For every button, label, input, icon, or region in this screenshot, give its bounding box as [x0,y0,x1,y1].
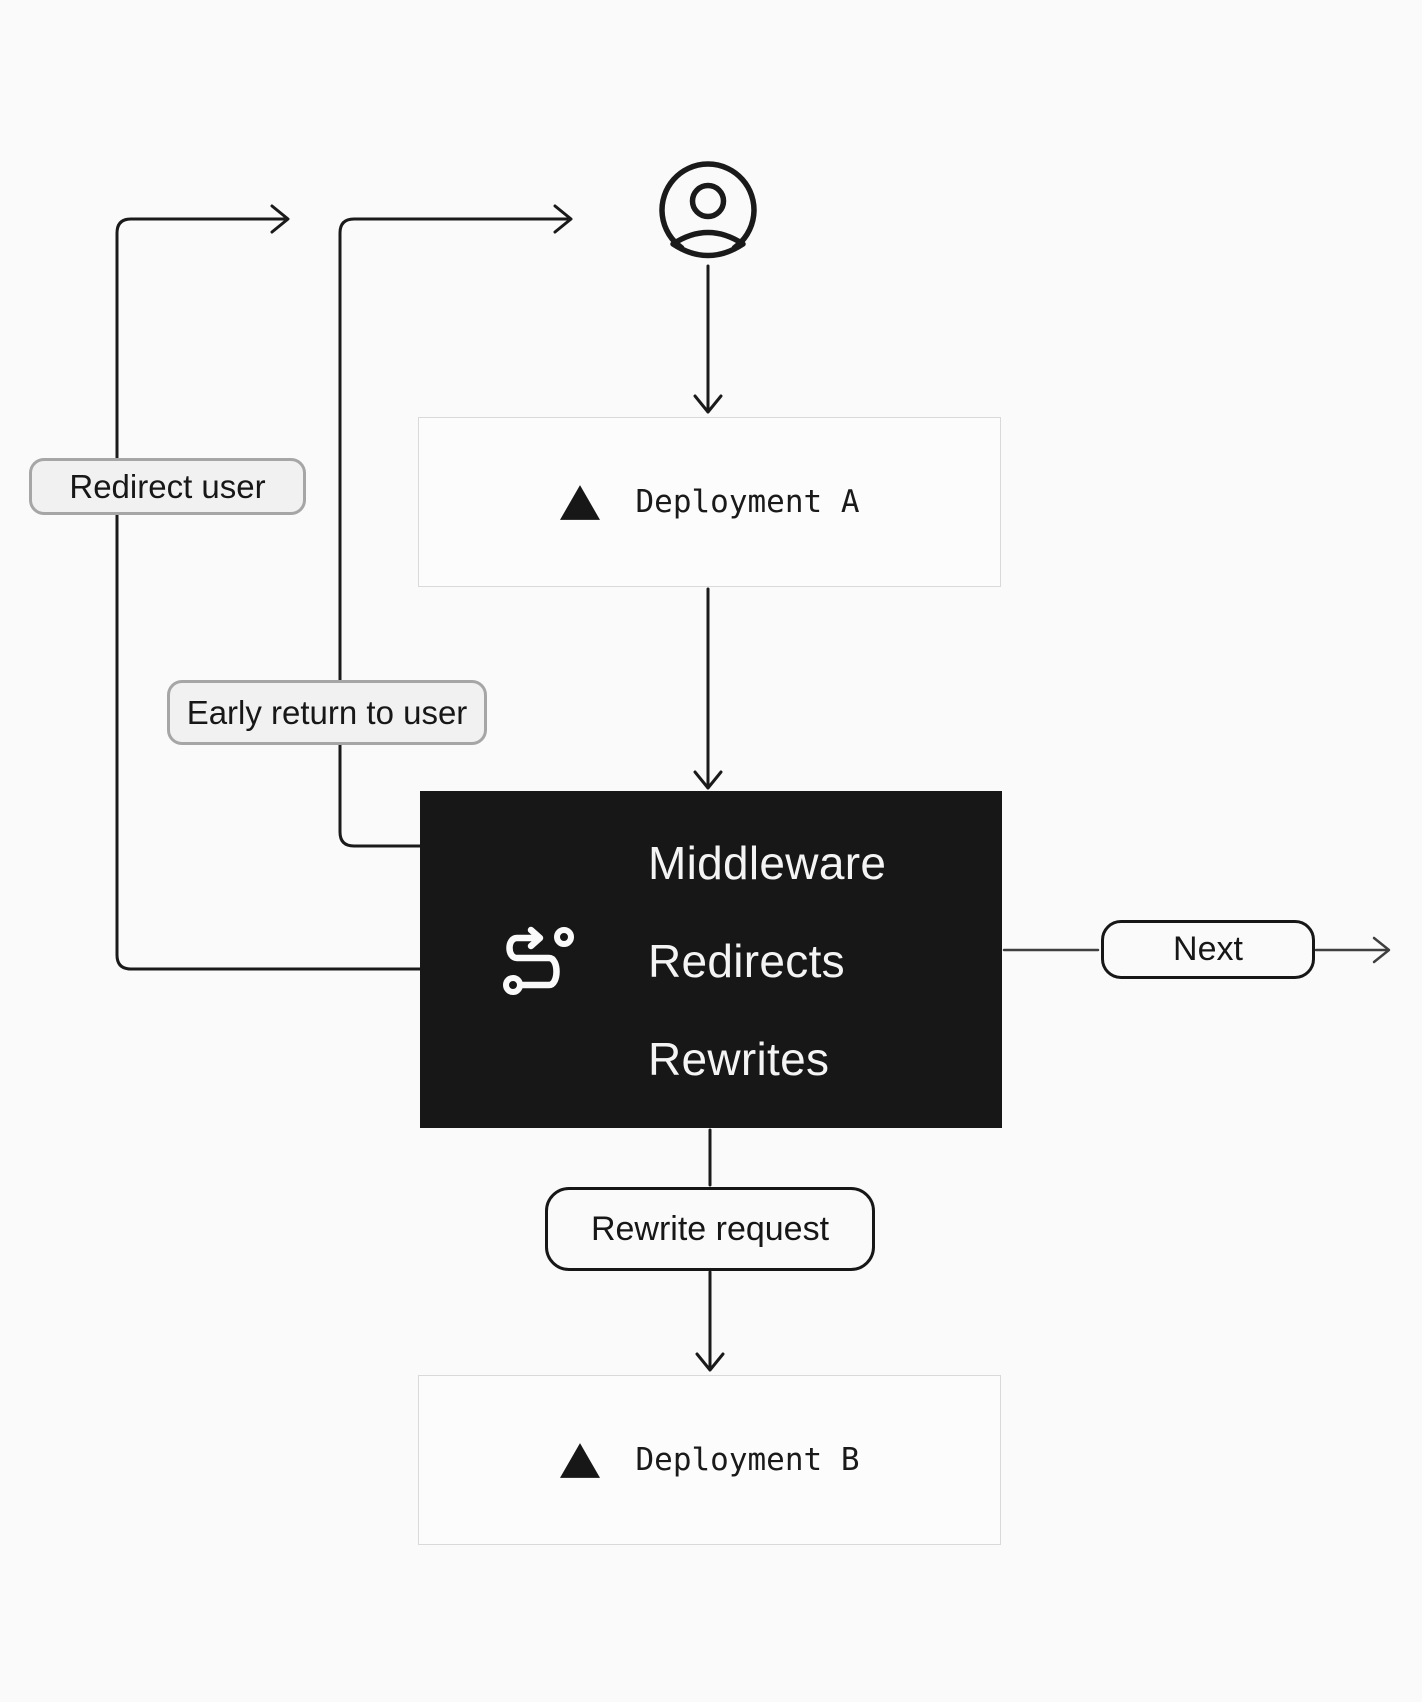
edge-early-return-path [338,217,569,848]
arrowhead-down [693,394,723,414]
vercel-triangle-icon [559,484,600,520]
arrowhead-down [695,1352,725,1372]
arrowhead-right [553,204,573,234]
deployment-b-node: Deployment B [418,1375,1001,1545]
deployment-a-label: Deployment A [635,484,860,520]
redirect-user-label: Redirect user [29,458,306,515]
edge-redirect-user-path [115,217,422,971]
early-return-to-user-label: Early return to user [167,680,487,745]
deployment-b-label: Deployment B [635,1442,860,1478]
next-label: Next [1101,920,1315,979]
deployment-a-node: Deployment A [418,417,1001,587]
user-circle-icon [656,156,760,279]
middleware-title: Middleware [648,837,887,889]
arrowhead-right [270,204,290,234]
middleware-node: Middleware Redirects Rewrites [420,791,1002,1128]
arrowhead-down [693,770,723,790]
route-icon [502,924,576,1001]
middleware-feature-rewrites: Rewrites [648,1033,830,1085]
vercel-triangle-icon [559,1442,600,1478]
middleware-feature-redirects: Redirects [648,935,845,987]
middleware-text: Middleware Redirects Rewrites [648,814,886,1108]
rewrite-request-label: Rewrite request [545,1187,875,1271]
arrowhead-right [1372,936,1391,964]
